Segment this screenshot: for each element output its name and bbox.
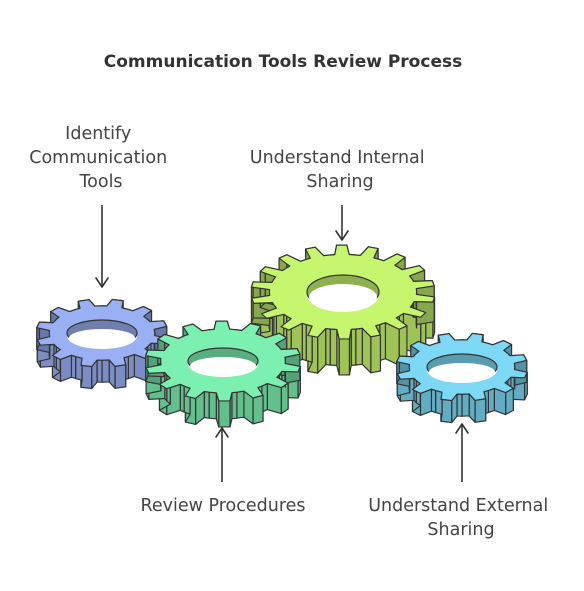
gear-internal-side-face xyxy=(350,328,357,366)
gear-identify-tools xyxy=(36,298,168,390)
label-external: Understand External Sharing xyxy=(368,496,554,540)
gear-review-side-face xyxy=(266,382,282,415)
arrow-review xyxy=(215,427,229,482)
gear-review-side-face xyxy=(208,391,217,420)
gear-internal-side-face xyxy=(370,334,382,374)
label-identify-line1: Identify xyxy=(65,124,131,144)
gear-review-side-face xyxy=(203,390,210,419)
gear-review-side-face xyxy=(218,400,231,428)
gear-review-hole-opening xyxy=(190,357,256,375)
diagram-title: Communication Tools Review Process xyxy=(104,52,462,72)
gear-review-side-face xyxy=(252,394,264,425)
gear-external-side-face xyxy=(456,393,463,417)
gear-identify-side-face xyxy=(70,354,77,380)
gear-internal-side-face xyxy=(415,285,435,326)
gear-identify-side-face xyxy=(74,355,83,381)
label-review-line1: Review Procedures xyxy=(140,496,305,516)
gear-internal-side-face xyxy=(355,327,363,366)
gear-external-side-face xyxy=(487,387,495,414)
label-identify: Identify Communication Tools xyxy=(29,124,173,192)
gear-external-side-face xyxy=(474,398,487,423)
gear-external-side-face xyxy=(430,388,437,414)
label-review: Review Procedures xyxy=(140,496,305,516)
gear-external-hole-opening xyxy=(429,363,495,381)
gear-internal-side-face xyxy=(384,322,400,366)
gear-external-sharing xyxy=(396,332,528,424)
gear-external-side-face xyxy=(435,389,443,415)
gear-identify-side-face xyxy=(114,364,127,389)
gear-internal-hole-opening xyxy=(309,284,377,310)
label-external-line1: Understand External xyxy=(368,496,548,516)
gear-identify-side-face xyxy=(101,359,110,383)
gear-external-side-face xyxy=(461,393,470,417)
label-identify-line3: Tools xyxy=(78,172,122,192)
gear-internal-side-face xyxy=(329,328,338,367)
gear-identify-side-face xyxy=(127,353,135,380)
label-internal-line1: Understand Internal xyxy=(250,148,425,168)
gear-review-side-face xyxy=(236,390,245,419)
gear-review-side-face xyxy=(231,391,238,420)
label-internal: Understand Internal Sharing xyxy=(250,148,430,192)
arrow-identify xyxy=(95,205,109,288)
label-external-line2: Sharing xyxy=(427,520,494,540)
gear-identify-side-face xyxy=(96,359,103,383)
gear-internal-sharing xyxy=(250,244,436,376)
gear-internal-side-face xyxy=(338,338,351,376)
arrow-internal xyxy=(335,205,349,241)
label-internal-line2: Sharing xyxy=(306,172,373,192)
gear-identify-hole-opening xyxy=(69,329,135,347)
label-identify-line2: Communication xyxy=(29,148,167,168)
gear-internal-side-face xyxy=(325,327,331,366)
arrow-external xyxy=(455,423,469,482)
gear-review-procedures xyxy=(145,320,301,428)
